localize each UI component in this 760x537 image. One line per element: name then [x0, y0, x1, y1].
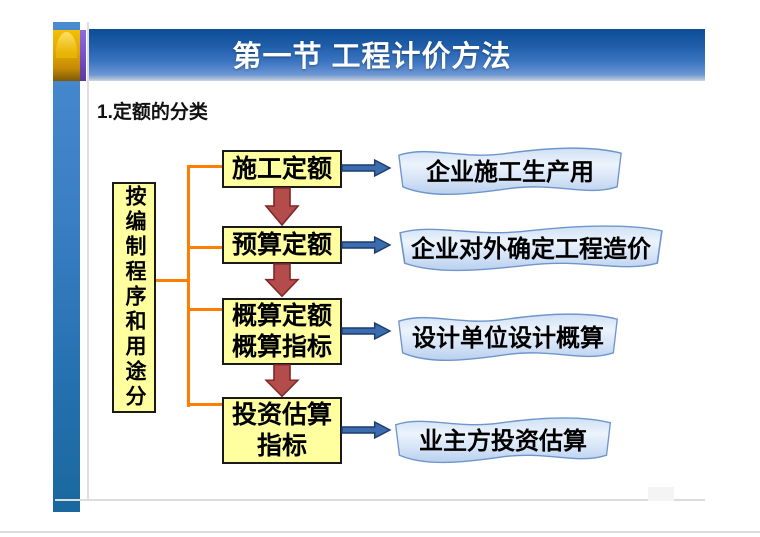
- result-label: 企业对外确定工程造价: [411, 236, 651, 263]
- decor-photo-purple-edge: [80, 30, 86, 81]
- result-label: 企业施工生产用: [426, 159, 594, 186]
- connector-branch-3: [190, 308, 222, 311]
- right-arrow-icon: [341, 320, 392, 342]
- quota-box-yusuan: 预算定额: [222, 226, 342, 264]
- result-label: 业主方投资估算: [419, 428, 587, 455]
- connector-branch-1: [190, 165, 222, 168]
- result-label: 设计单位设计概算: [412, 325, 604, 352]
- quota-box-gaisuan: 概算定额 概算指标: [222, 298, 342, 365]
- connector-branch-2: [190, 246, 222, 249]
- connector-branch-4: [190, 403, 222, 406]
- quota-box-touzi: 投资估算 指标: [222, 397, 342, 464]
- result-banner-4: 业主方投资估算: [389, 412, 617, 467]
- result-banner-1: 企业施工生产用: [392, 142, 628, 199]
- down-arrow-icon: [262, 187, 302, 227]
- sidebar-accent-bar: [53, 22, 80, 512]
- watermark: [648, 487, 674, 501]
- right-arrow-icon: [341, 157, 392, 179]
- right-arrow-icon: [341, 419, 392, 441]
- slide-title-bar: 第一节 工程计价方法: [89, 29, 705, 81]
- result-banner-3: 设计单位设计概算: [392, 308, 624, 365]
- page-bottom-divider: [0, 531, 760, 533]
- category-box: 按编制程序和用途分: [112, 182, 156, 413]
- result-banner-2: 企业对外确定工程造价: [392, 220, 670, 275]
- page-title: 第一节 工程计价方法: [232, 41, 512, 73]
- decor-photo: [53, 30, 86, 81]
- right-arrow-icon: [341, 234, 392, 256]
- category-label: 按编制程序和用途分: [123, 185, 146, 410]
- slide-bottom-border: [55, 499, 705, 501]
- down-arrow-icon: [262, 364, 302, 398]
- down-arrow-icon: [262, 263, 302, 298]
- connector-trunk: [187, 165, 190, 407]
- slide-left-border: [87, 22, 89, 500]
- decor-photo-arch: [56, 32, 77, 58]
- section-heading: 1.定额的分类: [97, 102, 208, 123]
- connector-category: [155, 279, 187, 282]
- quota-box-shigong: 施工定额: [222, 150, 342, 188]
